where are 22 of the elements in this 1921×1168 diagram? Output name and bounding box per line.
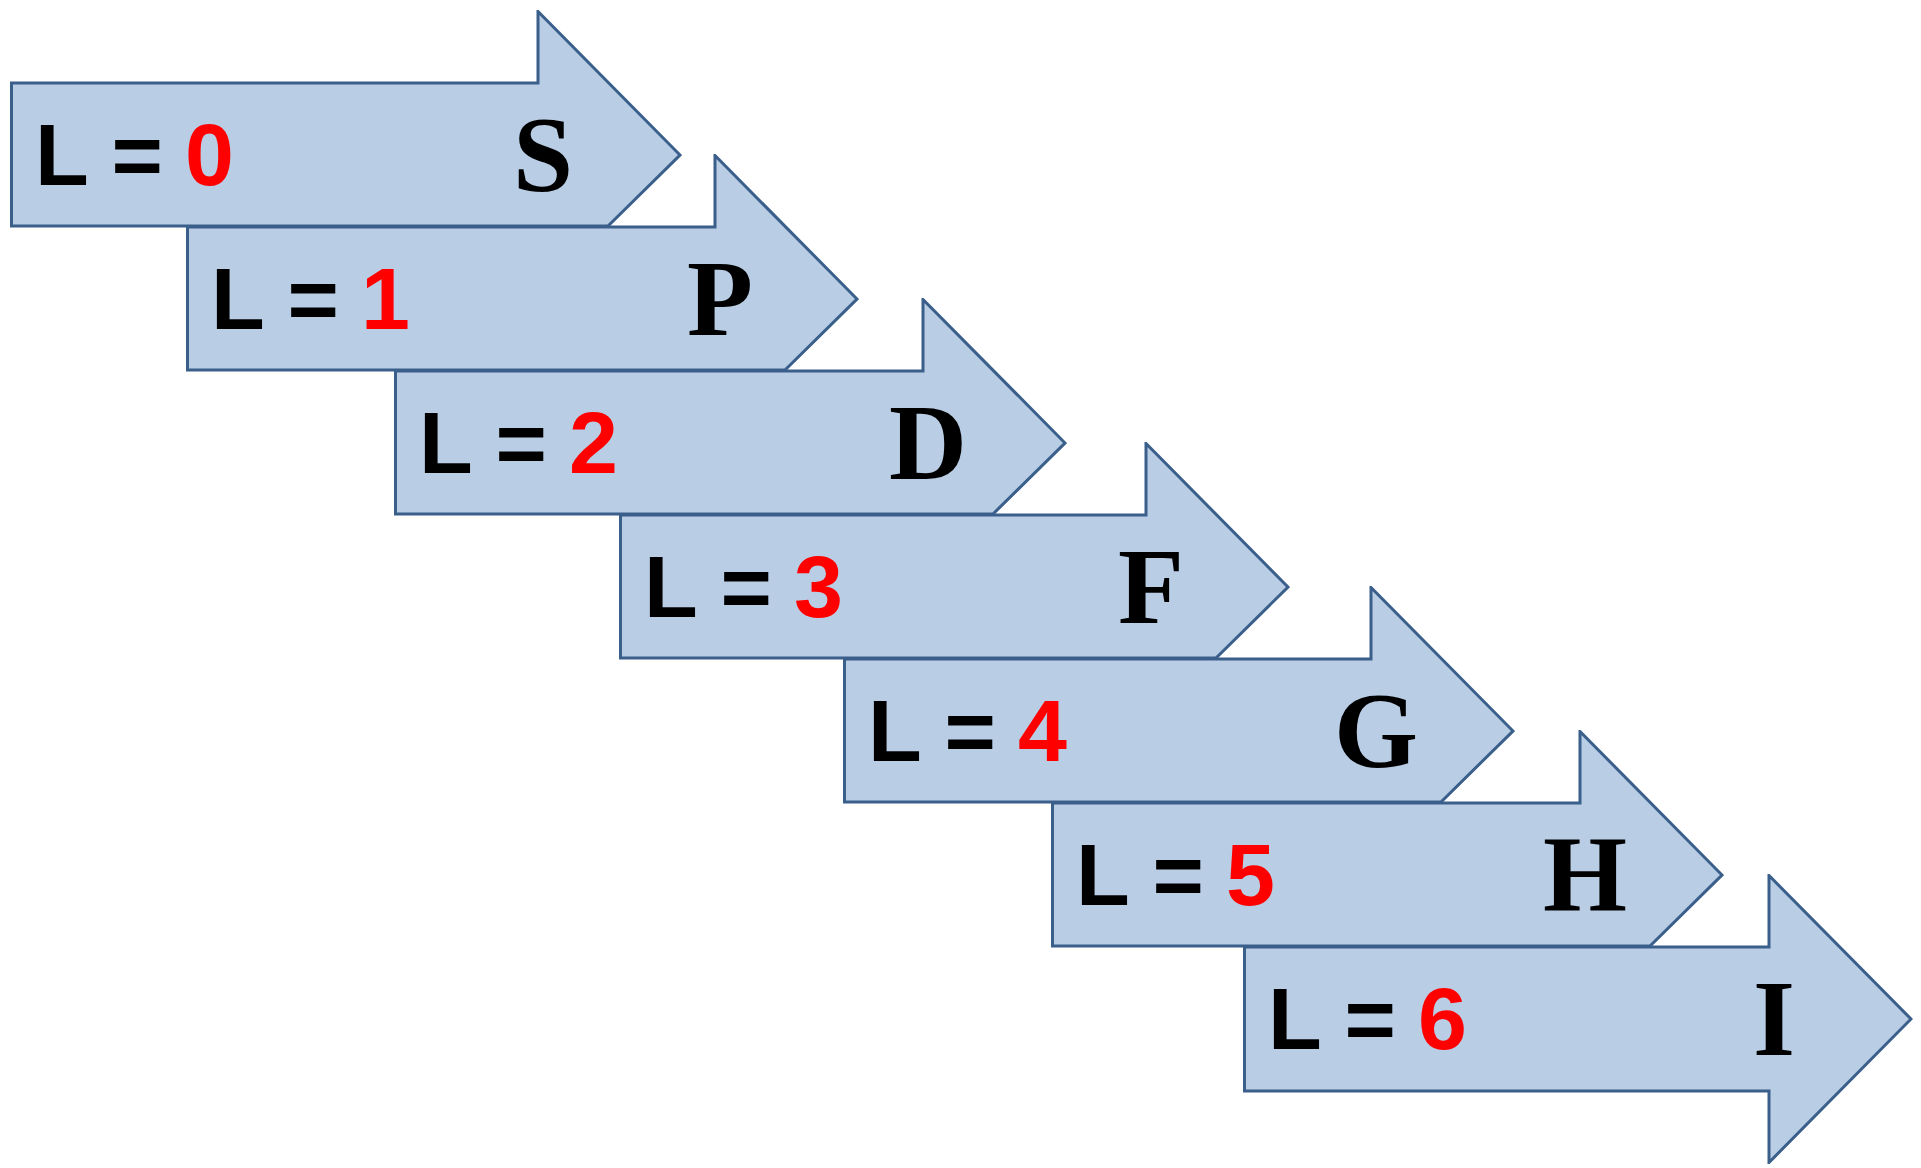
level-label: L = [211,255,339,343]
letter-label: H [1543,821,1627,929]
level-label: L = [644,543,772,631]
level-label: L = [419,399,547,487]
letter-label: I [1753,965,1795,1073]
level-number: 2 [569,399,618,487]
level-label: L = [35,111,163,199]
level-label: L = [1268,975,1396,1063]
level-label: L = [1076,831,1204,919]
level-number: 3 [794,543,843,631]
level-number: 1 [361,255,410,343]
level-number: 5 [1226,831,1275,919]
letter-label: S [512,101,574,209]
level-number: 0 [185,111,234,199]
level-number: 6 [1418,975,1467,1063]
arrow-shape [10,10,682,228]
level-number: 4 [1018,687,1067,775]
letter-label: F [1118,533,1184,641]
level-label: L = [868,687,996,775]
letter-label: P [687,245,753,353]
letter-label: G [1334,677,1418,785]
letter-label: D [889,389,967,497]
